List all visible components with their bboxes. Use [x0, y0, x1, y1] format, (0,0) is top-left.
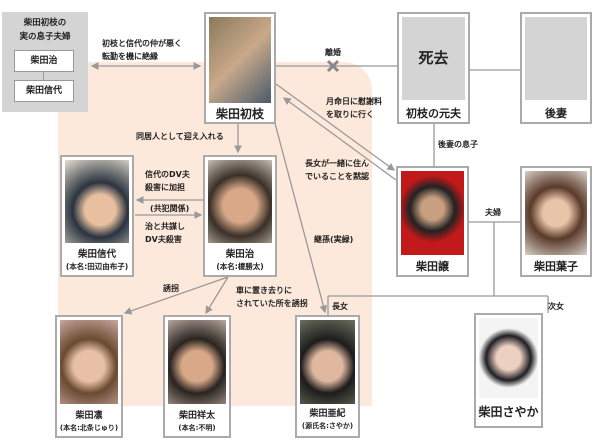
label-line: 車に置き去りに: [236, 286, 292, 295]
person-card-rin[interactable]: 柴田凛 (本名:北条じゅり): [55, 315, 123, 438]
person-name: 柴田治: [225, 249, 255, 260]
tacit-arrow: [282, 97, 397, 181]
stepson-label: 後妻の息子: [438, 140, 478, 149]
portrait-photo: [209, 17, 271, 103]
label-line: 長女が一緒に住ん: [305, 159, 369, 168]
eldest-daughter-label: 長女: [332, 302, 348, 311]
real-name: (本名:不明): [178, 424, 216, 432]
label-line: を取りに行く: [326, 110, 374, 119]
kidnap-rin-arrow: [123, 276, 229, 315]
label-line: 月命日に慰謝料: [326, 97, 382, 106]
biological-son-couple-group: 柴田初枝の実の息子夫婦 柴田治 柴田信代: [2, 12, 88, 112]
person-card-ex-husband[interactable]: 死去 初枝の元夫: [397, 12, 470, 124]
person-name: 柴田亜紀: [309, 409, 346, 419]
label-line: 転勤を機に絶縁: [102, 52, 158, 61]
second-daughter-label: 次女: [548, 302, 564, 311]
real-name: (源氏名:さやか): [301, 422, 354, 430]
label-line: DV夫殺害: [145, 235, 182, 244]
real-name: (本名:北条じゅり): [59, 424, 119, 432]
person-card-yoko[interactable]: 柴田葉子: [520, 166, 592, 277]
person-name: 柴田葉子: [534, 260, 578, 273]
car-kidnap-label: 車に置き去りにされていた所を誘拐: [236, 284, 308, 310]
member-box: 柴田信代: [14, 80, 74, 102]
tacit-label: 長女が一緒に住んでいることを黙認: [305, 157, 369, 183]
divorce-x-icon: [326, 59, 340, 73]
placeholder-photo: [525, 17, 587, 100]
label-line: 初枝と信代の仲が悪く: [102, 39, 182, 48]
couple-label: 夫婦: [485, 208, 501, 217]
portrait-photo: [60, 320, 118, 404]
person-card-sayaka[interactable]: 柴田さやか: [474, 313, 543, 428]
person-name: 柴田譲: [416, 260, 449, 273]
step-grandchild-label: 継孫(実緑): [314, 235, 354, 244]
group-title: 柴田初枝の実の息子夫婦: [2, 16, 88, 44]
person-card-hatsue[interactable]: 柴田初枝: [204, 12, 276, 124]
person-card-shota[interactable]: 柴田祥太 (本名:不明): [163, 315, 231, 438]
label-line: 信代のDV夫: [145, 170, 190, 179]
person-name: 柴田祥太: [178, 411, 215, 421]
label-line: されていた所を誘拐: [236, 299, 308, 308]
portrait-photo: [168, 320, 226, 404]
label-line: 治と共謀し: [145, 222, 185, 231]
accomplice-label: (共犯関係): [150, 204, 190, 213]
portrait-photo: [208, 160, 272, 243]
estranged-label: 初枝と信代の仲が悪く転勤を機に絶縁: [102, 37, 182, 63]
connector: [43, 72, 44, 82]
real-name: (本名:榎勝太): [216, 262, 264, 271]
portrait-photo: [65, 160, 129, 243]
person-name: 柴田初枝: [215, 107, 264, 121]
portrait-photo: [479, 318, 538, 398]
person-card-aki[interactable]: 柴田亜紀 (源氏名:さやか): [295, 315, 360, 438]
person-card-nobuyo[interactable]: 柴田信代 (本名:田辺由布子): [60, 155, 134, 277]
person-name: 初枝の元夫: [406, 107, 461, 120]
deceased-placeholder: 死去: [402, 17, 465, 100]
dv-help-label: 信代のDV夫殺害に加担: [145, 168, 190, 194]
person-card-second-wife[interactable]: 後妻: [520, 12, 592, 124]
group-title-line: 実の息子夫婦: [19, 32, 71, 42]
person-name: 後妻: [545, 107, 567, 120]
label-line: でいることを黙認: [305, 172, 369, 181]
person-name: 柴田信代: [77, 249, 116, 260]
kidnap-shota-arrow: [205, 276, 229, 315]
kidnap-label: 誘拐: [163, 284, 179, 293]
person-name: 柴田さやか: [478, 405, 539, 419]
dv-kill-label: 治と共謀し DV夫殺害: [145, 220, 185, 246]
monthly-visit-label: 月命日に慰謝料を取りに行く: [326, 95, 382, 121]
divorce-label: 離婚: [325, 48, 341, 57]
person-name: 柴田凛: [75, 411, 103, 421]
monthly-visit-arrow: [275, 83, 396, 171]
step-grandchild-arrow: [271, 111, 328, 314]
member-box: 柴田治: [14, 50, 74, 72]
label-line: 殺害に加担: [145, 183, 185, 192]
portrait-photo: [401, 171, 464, 255]
real-name: (本名:田辺由布子): [65, 262, 129, 271]
person-card-yuzuru[interactable]: 柴田譲: [396, 166, 469, 277]
portrait-photo: [300, 320, 355, 404]
person-card-osamu[interactable]: 柴田治 (本名:榎勝太): [203, 155, 277, 277]
portrait-photo: [525, 171, 587, 255]
take-in-label: 同居人として迎え入れる: [136, 132, 224, 141]
group-title-line: 柴田初枝の: [23, 18, 67, 28]
